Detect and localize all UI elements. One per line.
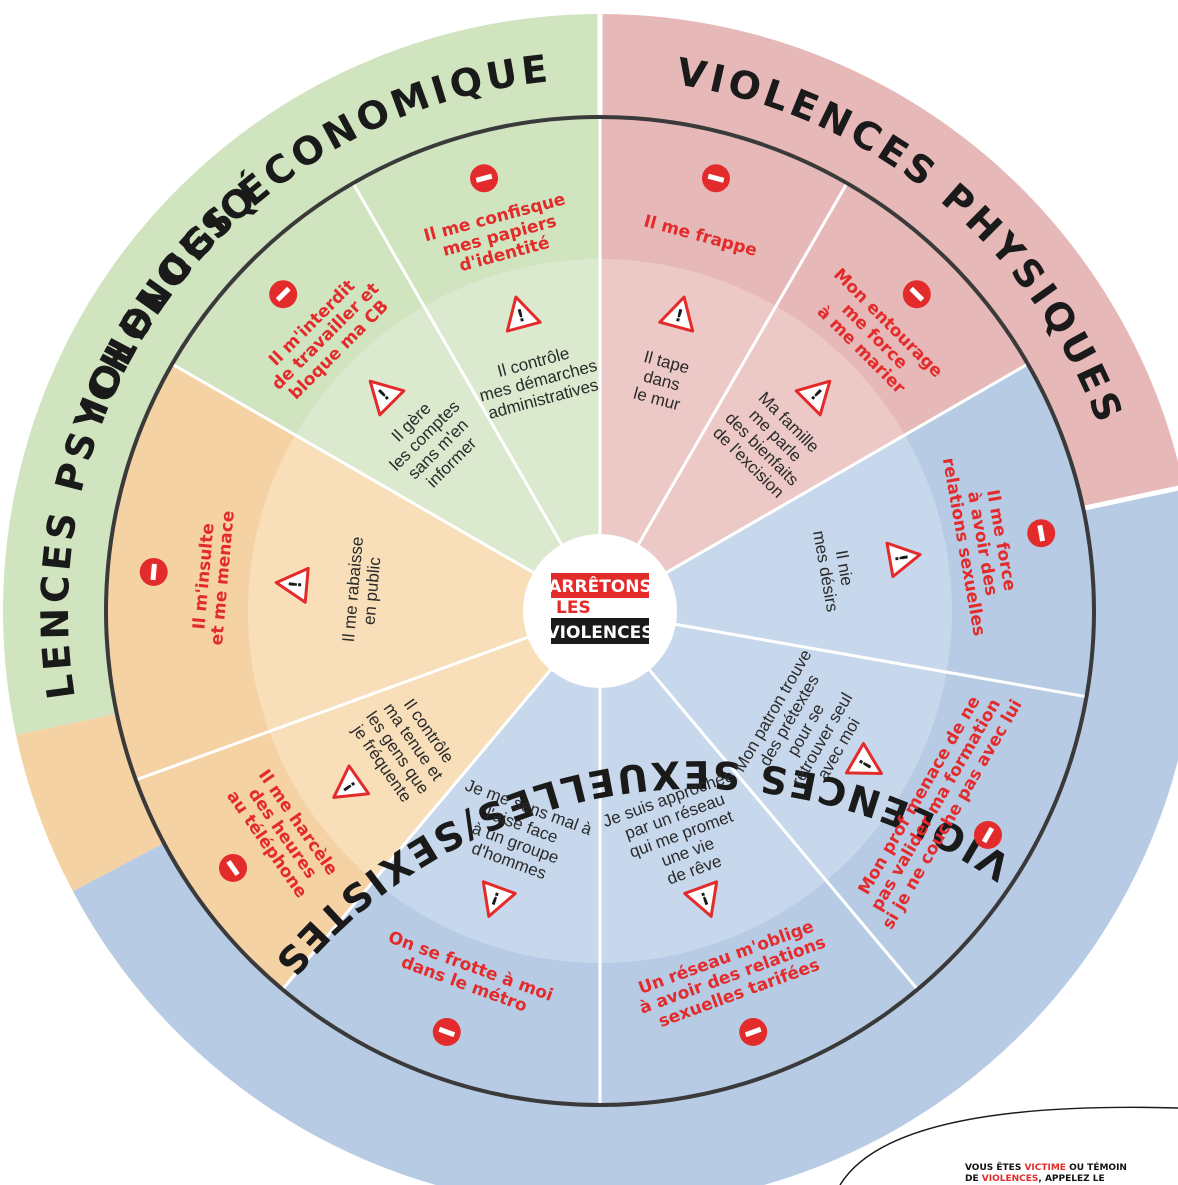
footer-line-2: DE VIOLENCES, APPELEZ LE: [965, 1174, 1165, 1185]
warning-icon-sex1: [885, 541, 922, 579]
warning-icon-psy2-mark: !: [286, 580, 307, 589]
sector-divider: [137, 609, 601, 781]
logo-line-3: VIOLENCES: [547, 623, 654, 643]
warning-icon-sex3: [683, 880, 719, 918]
footer-highlight-victime: VICTIME: [1024, 1163, 1066, 1173]
logo-band-3: [551, 618, 649, 644]
footer-circle-edge: [839, 1106, 1178, 1185]
logo-line-2: LES: [556, 598, 591, 618]
footer-highlight-violences: VIOLENCES: [981, 1174, 1039, 1184]
sector-divider: [599, 609, 1085, 698]
sector-divider: [598, 610, 918, 989]
sector-inner-sex4: [373, 611, 600, 963]
warning-icon-phy2: [794, 379, 832, 417]
sector-inner-psy2: [248, 435, 601, 732]
warning-icon-eco1: [505, 295, 542, 333]
sector-inner-sex2: [600, 611, 947, 881]
warning-icon-eco2: [368, 379, 406, 417]
stop-icon-eco1-bar: [475, 173, 493, 183]
sector-inner-psy1: [269, 611, 600, 881]
stop-icon-sex1-bar: [1037, 524, 1046, 542]
footer-line-1: VOUS ÊTES VICTIME OU TÉMOIN: [965, 1163, 1165, 1174]
warning-icon-phy1: [658, 295, 695, 333]
footer-text: VOUS ÊTES VICTIME OU TÉMOIN DE VIOLENCES…: [965, 1163, 1165, 1185]
footer-text-part: , APPELEZ LE: [1038, 1174, 1105, 1184]
sector-inner-sex1: [600, 435, 952, 673]
footer-text-part: DE: [965, 1174, 982, 1184]
warning-sex3-text: Je suis approchéepar un réseauqui me pro…: [600, 766, 762, 902]
sector-items: Il me confisquemes papiersd'identité!Il …: [139, 164, 1056, 1046]
warning-icon-sex2: [844, 741, 883, 775]
footer-callout: [832, 1090, 1178, 1185]
warning-icon-sex1-mark: !: [890, 552, 911, 563]
stop-icon-sex3-bar: [744, 1026, 762, 1038]
stop-icon-sex4-bar: [438, 1026, 456, 1038]
stop-icon-eco2-bar: [275, 286, 291, 302]
sector-divider: [598, 184, 848, 612]
footer-text-part: OU TÉMOIN: [1065, 1163, 1127, 1173]
severe-psy1-text: Il me harcèledes heuresau téléphone: [222, 765, 342, 902]
sector-inner-phy1: [600, 259, 776, 611]
warning-icon-psy2: [274, 566, 310, 604]
warning-icon-psy1: [332, 764, 371, 799]
footer-text-part: VOUS ÊTES: [965, 1163, 1025, 1173]
sector-divider: [282, 610, 602, 989]
stop-icon-phy2-bar: [909, 286, 925, 302]
sector-inner-sex3: [600, 611, 827, 963]
stop-icon-psy1-bar: [226, 859, 240, 876]
stop-icon-sex2-bar: [981, 826, 995, 844]
sector-divider: [352, 184, 602, 612]
logo-band-2: [551, 598, 649, 618]
logo-line-1: ARRÊTONS: [548, 575, 651, 597]
stop-icon-phy1-bar: [707, 173, 725, 183]
center-logo: ARRÊTONS LES VIOLENCES: [523, 534, 677, 688]
logo-band-1: [551, 573, 649, 598]
sector-divider: [599, 363, 1027, 613]
stop-icon-psy2-bar: [150, 563, 157, 581]
sector-inner-eco1: [424, 259, 600, 611]
warning-icon-sex4: [481, 880, 517, 918]
sector-divider: [173, 363, 601, 613]
